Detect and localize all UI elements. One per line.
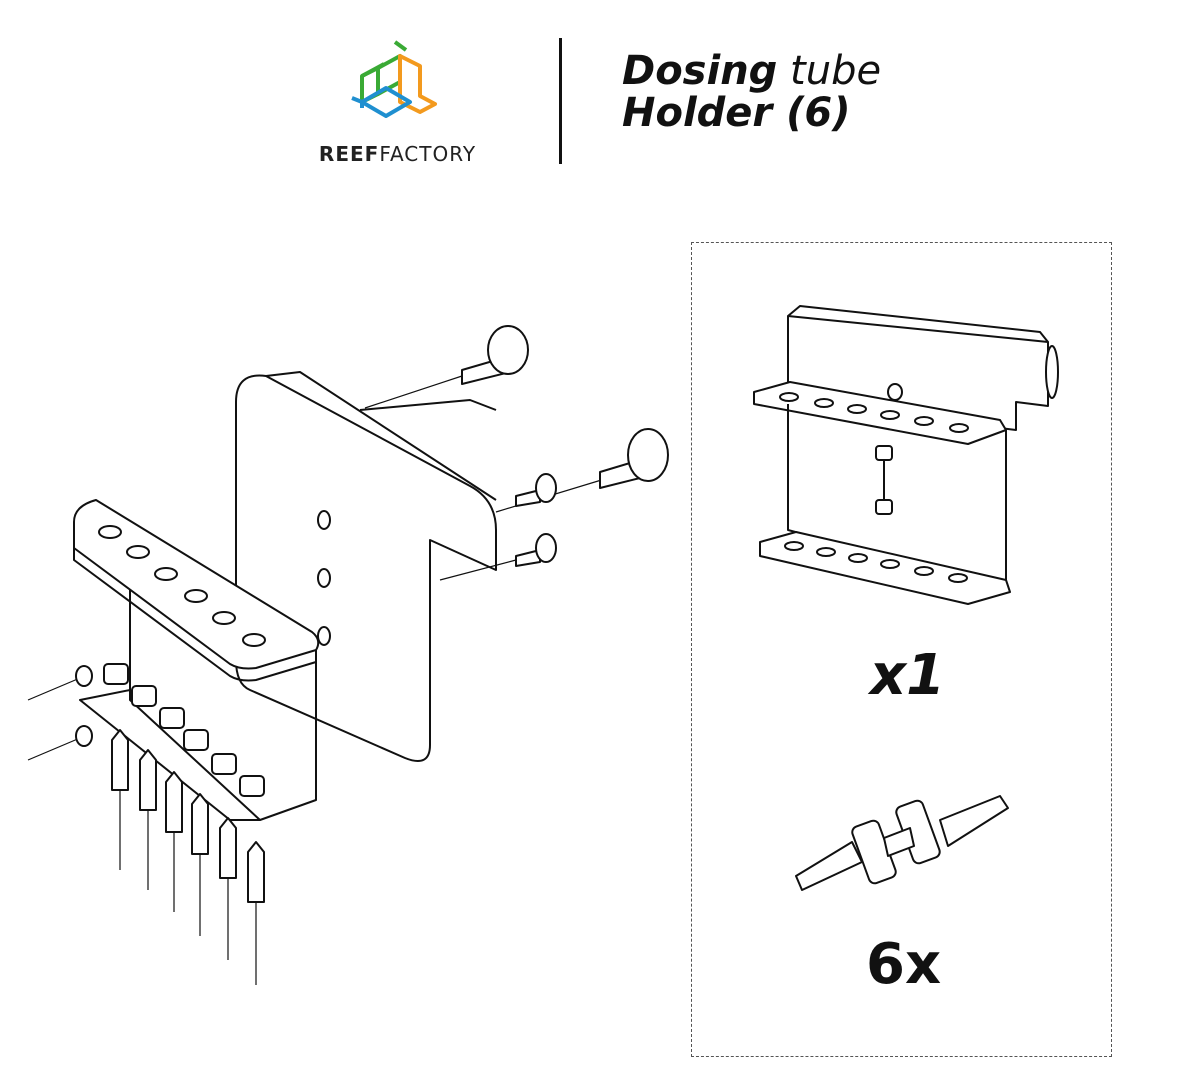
- reef-factory-logo: [351, 40, 437, 118]
- header-divider: [559, 38, 562, 164]
- product-title: Dosing tube Holder (6): [622, 50, 952, 134]
- tube-connector-illustration: [795, 795, 1009, 891]
- brand-name: REEFFACTORY: [290, 142, 505, 166]
- perforated-shelf: [73, 499, 320, 670]
- brand-name-light: FACTORY: [379, 142, 477, 166]
- tube-connectors: [111, 729, 265, 985]
- holder-assembled-illustration: [753, 305, 1059, 605]
- mounting-plate: [235, 374, 497, 762]
- connector-quantity-label: 6x: [866, 932, 942, 997]
- brand-name-bold: REEF: [318, 142, 380, 166]
- title-line-holder: Holder (6): [622, 90, 851, 136]
- nut-row: [103, 663, 265, 797]
- title-word-dosing: Dosing: [622, 48, 778, 94]
- package-contents-panel: [691, 242, 1112, 1057]
- holder-quantity-label: x1: [870, 643, 946, 708]
- title-word-tube: tube: [790, 48, 882, 94]
